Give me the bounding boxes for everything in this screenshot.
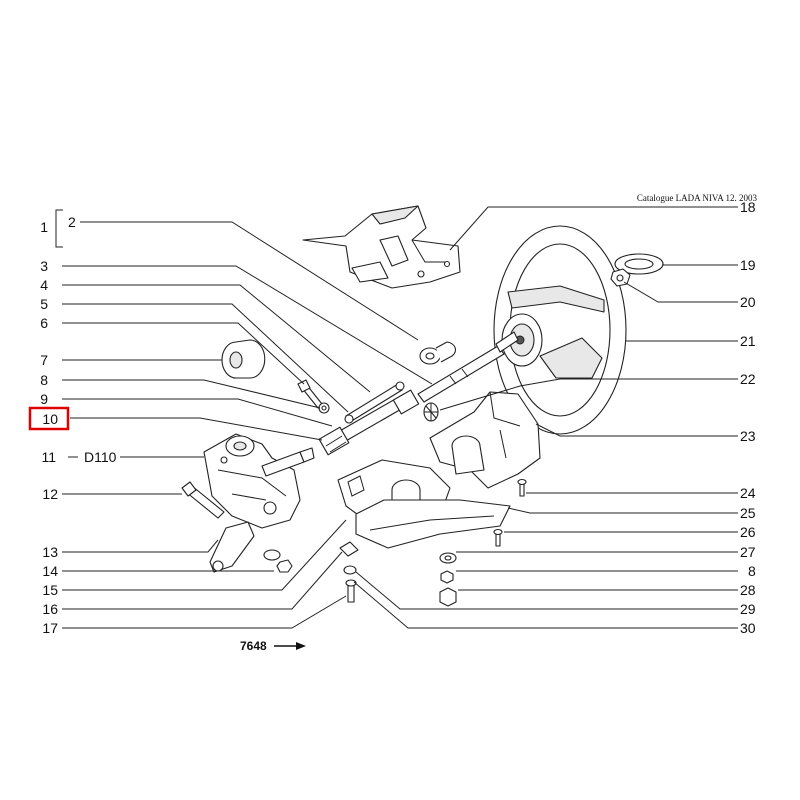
- part-27-washer: [439, 552, 457, 564]
- callout-27[interactable]: 27: [740, 544, 756, 560]
- callout-26[interactable]: 26: [740, 524, 756, 540]
- callouts-left: 1 2 3 4 5 6 7 8 9 10 11 D110 12 13 14 15…: [40, 214, 116, 636]
- part-26-screw: [493, 528, 503, 547]
- callout-6[interactable]: 6: [40, 315, 48, 331]
- part-3-rod: [344, 381, 405, 424]
- callout-24[interactable]: 24: [740, 485, 756, 501]
- part-7-coupling: [221, 339, 266, 379]
- part-25-lower-cover: [355, 499, 511, 549]
- callout-22[interactable]: 22: [740, 371, 756, 387]
- callout-2[interactable]: 2: [68, 214, 76, 230]
- callout-18[interactable]: 18: [740, 199, 756, 215]
- part-29-washer: [343, 565, 357, 575]
- callout-30[interactable]: 30: [740, 620, 756, 636]
- callout-1[interactable]: 1: [40, 219, 48, 235]
- part-16-clip: [339, 541, 359, 557]
- callout-16[interactable]: 16: [42, 601, 58, 617]
- catalogue-caption: Catalogue LADA NIVA 12. 2003: [637, 193, 758, 203]
- part-11-steering-gearbox: [203, 433, 315, 529]
- callout-23[interactable]: 23: [740, 428, 756, 444]
- callout-8-right[interactable]: 8: [748, 563, 756, 579]
- part-10-intermediate-shaft: [318, 389, 420, 456]
- callout-4[interactable]: 4: [40, 277, 48, 293]
- callout-11-sublabel: D110: [84, 449, 117, 465]
- part-19-horn-cap: [614, 253, 664, 275]
- next-page-reference[interactable]: 7648: [240, 639, 306, 653]
- callout-10[interactable]: 10: [42, 411, 58, 427]
- part-24-screw: [517, 478, 527, 497]
- callout-14[interactable]: 14: [42, 563, 58, 579]
- callout-9[interactable]: 9: [40, 391, 48, 407]
- part-2-bushing: [419, 341, 457, 365]
- part-30-bolt: [345, 579, 357, 603]
- leader-lines: [55, 206, 738, 629]
- part-8b-nut: [440, 570, 454, 584]
- part-12-bolt: [181, 481, 225, 519]
- part-20-nut: [610, 268, 631, 287]
- callout-12[interactable]: 12: [42, 486, 58, 502]
- callout-5[interactable]: 5: [40, 296, 48, 312]
- callout-28[interactable]: 28: [740, 582, 756, 598]
- reference-number[interactable]: 7648: [240, 639, 267, 653]
- selected-callout-highlight: [28, 406, 70, 431]
- callout-21[interactable]: 21: [740, 333, 756, 349]
- callout-7[interactable]: 7: [40, 352, 48, 368]
- part-8-nut: [318, 402, 330, 414]
- arrowhead-icon: [296, 642, 306, 650]
- callout-19[interactable]: 19: [740, 257, 756, 273]
- callout-25[interactable]: 25: [740, 505, 756, 521]
- callout-17[interactable]: 17: [42, 620, 58, 636]
- callout-3[interactable]: 3: [40, 258, 48, 274]
- part-23-column-cover: [429, 391, 541, 489]
- callout-20[interactable]: 20: [740, 294, 756, 310]
- callout-29[interactable]: 29: [740, 601, 756, 617]
- callout-11[interactable]: 11: [41, 449, 56, 465]
- part-14-washer: [263, 549, 293, 573]
- part-18-mounting-bracket: [302, 205, 461, 289]
- callouts-right: 18 19 20 21 22 23 24 25 26 27 8 28 29 30: [740, 199, 756, 636]
- part-21-steering-wheel: [493, 225, 627, 435]
- part-13-pitman-arm: [209, 521, 255, 573]
- callout-8[interactable]: 8: [40, 372, 48, 388]
- part-28-nut: [439, 587, 457, 607]
- callout-15[interactable]: 15: [42, 582, 58, 598]
- callout-13[interactable]: 13: [42, 544, 58, 560]
- part-22-upper-shaft: [417, 331, 519, 422]
